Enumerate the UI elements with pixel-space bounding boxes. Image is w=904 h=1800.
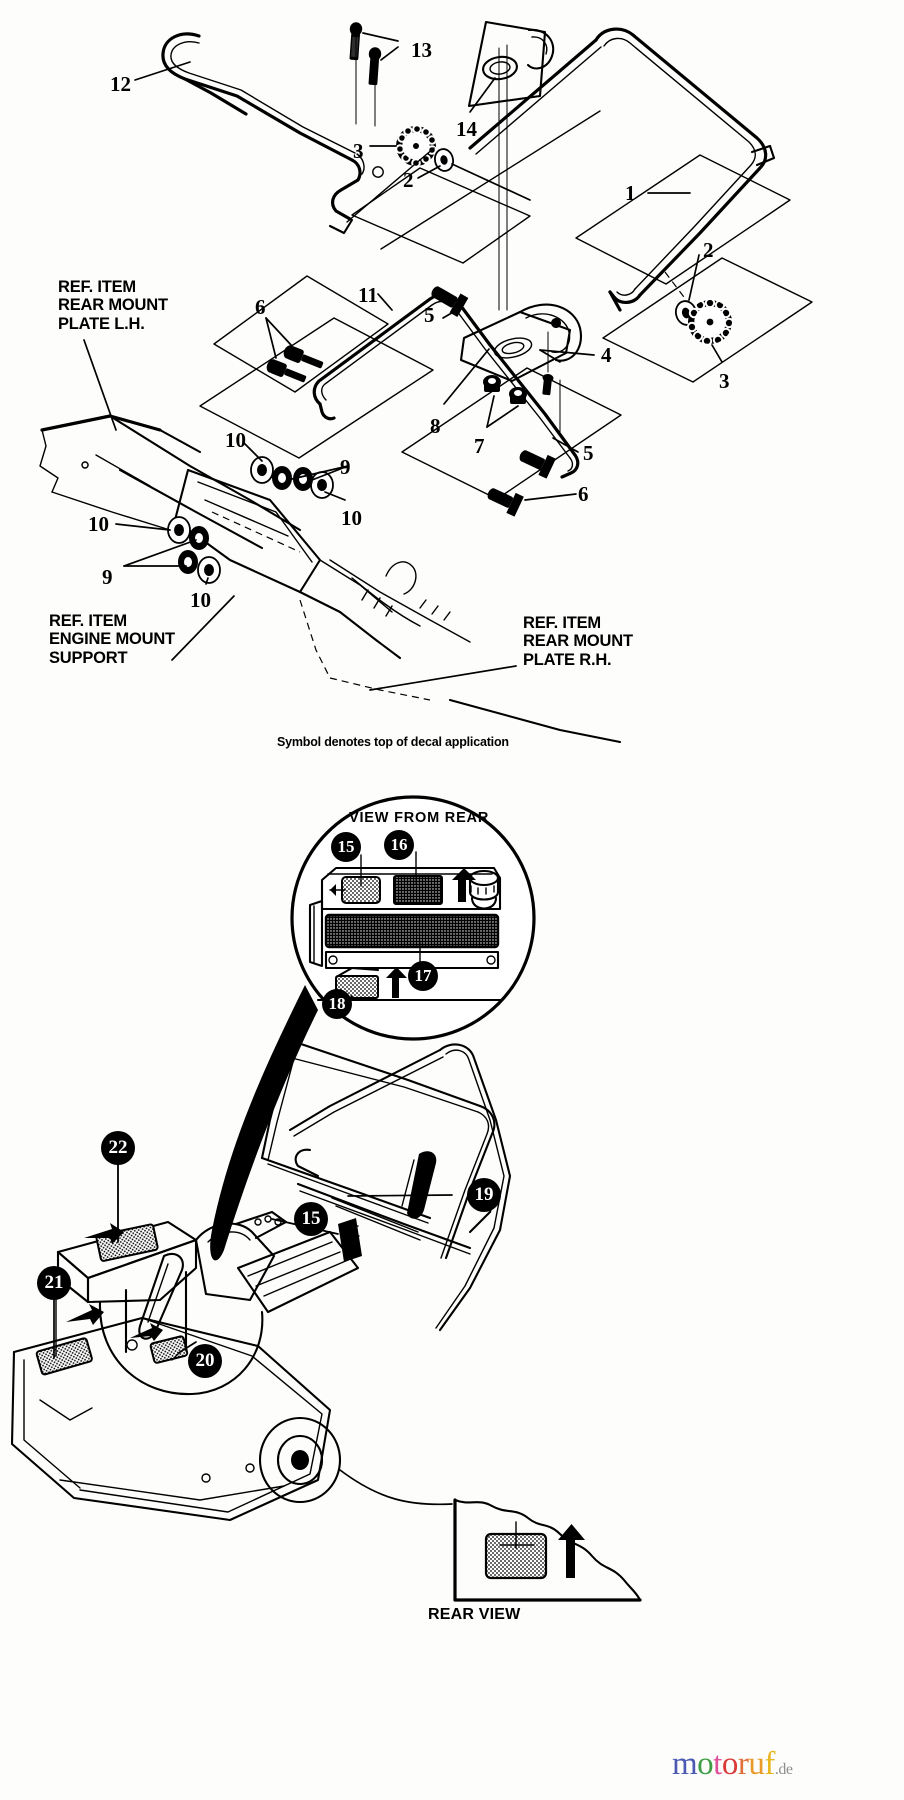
detail-callout-17: 17 [408, 961, 438, 991]
callout-9-upper: 9 [340, 455, 351, 479]
callout-8: 8 [430, 414, 441, 438]
callout-13: 13 [411, 38, 432, 62]
callout-11: 11 [358, 283, 378, 307]
rear-view-label: REAR VIEW [428, 1606, 521, 1623]
callout-10-d: 10 [190, 588, 211, 612]
callout-3-right: 3 [719, 369, 730, 393]
machine-callout-15: 15 [294, 1202, 328, 1236]
wm-letter-o2: o [721, 1746, 739, 1782]
callout-10-a: 10 [225, 428, 246, 452]
callout-9-lower: 9 [102, 565, 113, 589]
callout-12: 12 [110, 72, 131, 96]
callout-5-lower: 5 [583, 441, 594, 465]
machine-callout-19: 19 [467, 1178, 501, 1212]
callout-2-left: 2 [403, 168, 414, 192]
callout-5-upper: 5 [424, 303, 435, 327]
callout-10-c: 10 [88, 512, 109, 536]
callout-3-left: 3 [353, 139, 364, 163]
machine-callout-20: 20 [188, 1344, 222, 1378]
symbol-note: Symbol denotes top of decal application [277, 735, 509, 749]
detail-callout-16: 16 [384, 830, 414, 860]
machine-callout-21: 21 [37, 1266, 71, 1300]
motoruf-watermark: motoruf.de [672, 1746, 793, 1782]
detail-callout-18: 18 [322, 989, 352, 1019]
machine-callout-22: 22 [101, 1131, 135, 1165]
wm-letter-o1: o [697, 1746, 714, 1782]
detail-callout-15: 15 [331, 832, 361, 862]
wm-letter-u: u [748, 1746, 765, 1782]
wm-letter-m: m [672, 1746, 698, 1782]
view-from-rear-title: VIEW FROM REAR [349, 810, 490, 826]
ref-engine-mount-support: REF. ITEM ENGINE MOUNT SUPPORT [49, 612, 175, 667]
ref-rear-mount-plate-rh: REF. ITEM REAR MOUNT PLATE R.H. [523, 614, 633, 669]
wm-letter-r: r [737, 1746, 749, 1782]
ref-rear-mount-plate-lh: REF. ITEM REAR MOUNT PLATE L.H. [58, 278, 168, 333]
callout-6-left: 6 [255, 295, 266, 319]
callout-4: 4 [601, 343, 612, 367]
wm-letter-t: t [713, 1746, 722, 1782]
callout-10-b: 10 [341, 506, 362, 530]
callout-7: 7 [474, 434, 485, 458]
callout-14: 14 [456, 117, 477, 141]
callout-1: 1 [625, 181, 636, 205]
wm-suffix: .de [774, 1761, 793, 1778]
callout-6-right: 6 [578, 482, 589, 506]
wm-letter-f: f [764, 1746, 775, 1782]
callout-2-right: 2 [703, 238, 714, 262]
